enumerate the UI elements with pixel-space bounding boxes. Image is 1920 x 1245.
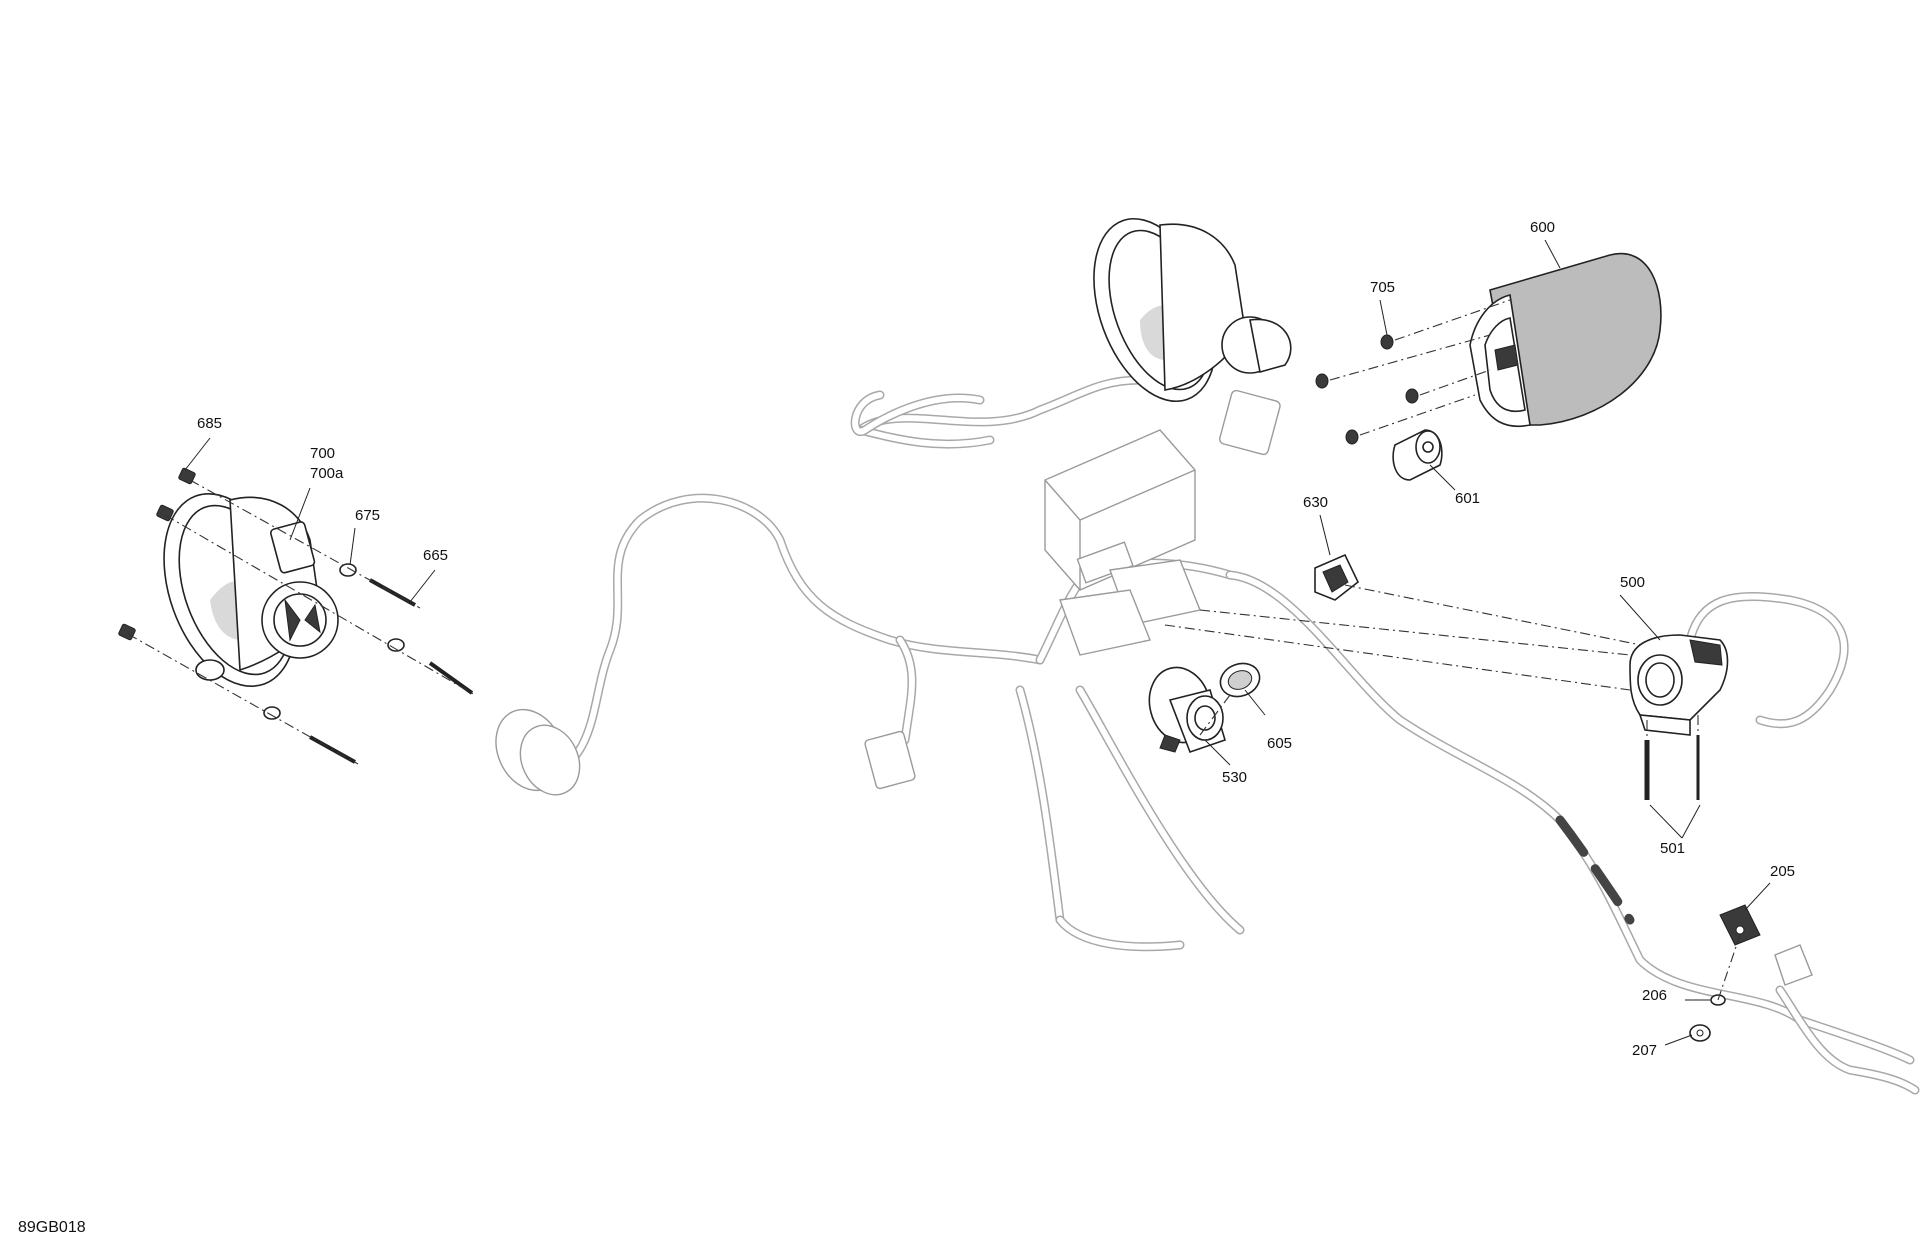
screws-501: [1644, 715, 1700, 800]
label-705: 705: [1370, 279, 1395, 296]
label-605: 605: [1267, 735, 1292, 752]
label-207: 207: [1632, 1042, 1657, 1059]
nut-207: [1689, 1024, 1711, 1042]
wiring-harness: [535, 375, 1920, 1095]
cluster-600: [1469, 252, 1662, 427]
spacer-601: [1392, 429, 1443, 481]
label-530: 530: [1222, 769, 1247, 786]
bracket-205: [1719, 904, 1813, 986]
washer-206: [1710, 934, 1741, 1006]
diagram-reference-code: 89GB018: [18, 1219, 86, 1236]
label-500: 500: [1620, 574, 1645, 591]
label-665: 665: [423, 547, 448, 564]
left-lamp-leader-lines: [127, 479, 476, 765]
left-headlamp-assembly: [163, 493, 339, 687]
switch-500: [1164, 609, 1729, 736]
harness-grommet-left: [495, 708, 581, 796]
label-205: 205: [1770, 863, 1795, 880]
label-675: 675: [355, 507, 380, 524]
label-630: 630: [1303, 494, 1328, 511]
label-600: 600: [1530, 219, 1555, 236]
callout-labels: 685 700 700a 675 665 600 705 601 630 500…: [197, 219, 1795, 1059]
label-206: 206: [1642, 987, 1667, 1004]
label-700: 700: [310, 445, 335, 462]
bulb-socket-530: [1148, 666, 1226, 754]
label-700a: 700a: [310, 465, 344, 482]
control-module-box: [1044, 429, 1196, 591]
top-headlamp-assembly: [1093, 217, 1292, 456]
ring-605: [1199, 662, 1261, 736]
adjuster-screws-685: [118, 467, 196, 641]
sensor-630: [1314, 553, 1691, 656]
label-501: 501: [1660, 840, 1685, 857]
label-601: 601: [1455, 490, 1480, 507]
callout-leaders: [184, 239, 1771, 1046]
washers-675: [263, 563, 405, 720]
screws-705: [1315, 334, 1419, 445]
label-685: 685: [197, 415, 222, 432]
cluster-leader-lines: [1329, 299, 1511, 436]
harness-connector-small: [864, 730, 916, 790]
